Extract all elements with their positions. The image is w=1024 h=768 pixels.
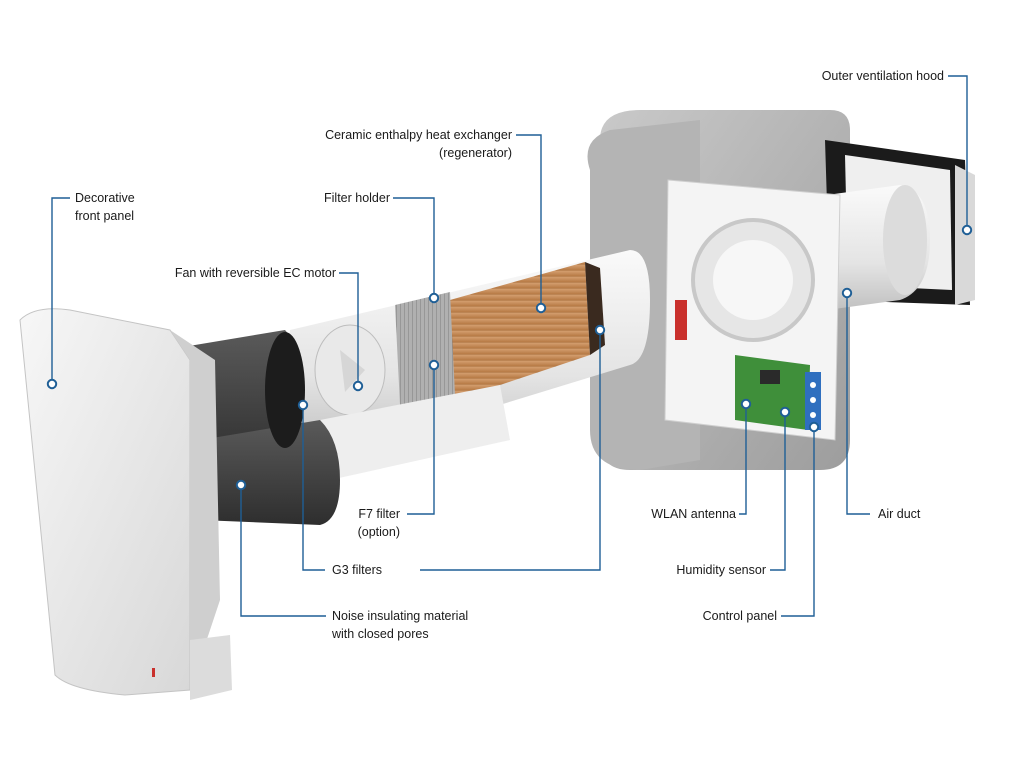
leader-dot-noise-material bbox=[235, 479, 247, 491]
leader-dots bbox=[46, 224, 973, 491]
label-humidity-sensor: Humidity sensor bbox=[676, 563, 766, 577]
label-g3-filters: G3 filters bbox=[332, 563, 383, 577]
leader-g3-filter-right bbox=[420, 330, 601, 571]
control-pcb bbox=[735, 355, 821, 430]
leader-dot-heat-exchanger bbox=[535, 302, 547, 314]
leader-f7-filter bbox=[407, 365, 435, 515]
leader-front-panel bbox=[51, 197, 70, 384]
leader-g3-filter-left bbox=[302, 405, 325, 571]
label-filter-holder: Filter holder bbox=[324, 191, 390, 205]
leader-dot-f7-filter bbox=[428, 359, 440, 371]
leader-dot-g3-filter-left bbox=[297, 399, 309, 411]
leader-dot-outer-hood bbox=[961, 224, 973, 236]
leader-humidity bbox=[770, 412, 786, 571]
label-decorative-front-panel: Decorative front panel bbox=[75, 191, 135, 223]
leader-dot-air-duct bbox=[841, 287, 853, 299]
leader-fan-motor bbox=[339, 272, 359, 386]
label-f7-filter: F7 filter (option) bbox=[357, 507, 400, 539]
label-noise-material: Noise insulating material with closed po… bbox=[332, 609, 469, 641]
label-heat-exchanger: Ceramic enthalpy heat exchanger (regener… bbox=[325, 128, 512, 160]
decorative-front-panel bbox=[19, 308, 232, 700]
label-outer-hood: Outer ventilation hood bbox=[821, 69, 944, 83]
leader-dot-g3-filter-right bbox=[594, 324, 606, 336]
label-air-duct: Air duct bbox=[878, 507, 921, 521]
label-wlan-antenna: WLAN antenna bbox=[651, 507, 736, 521]
main-tube bbox=[285, 250, 650, 480]
leader-air-duct bbox=[846, 293, 870, 515]
label-fan-motor: Fan with reversible EC motor bbox=[174, 266, 336, 280]
leader-dot-fan-motor bbox=[352, 380, 364, 392]
leader-dot-humidity bbox=[779, 406, 791, 418]
leader-dot-filter-holder bbox=[428, 292, 440, 304]
leader-outer-hood bbox=[948, 75, 968, 230]
leader-wlan bbox=[739, 404, 747, 515]
leader-dot-front-panel bbox=[46, 378, 58, 390]
leader-heat-exchanger bbox=[516, 134, 542, 308]
leader-control-panel bbox=[781, 427, 815, 617]
leader-lines bbox=[51, 75, 968, 617]
leader-dot-control-panel bbox=[808, 421, 820, 433]
leader-filter-holder bbox=[393, 197, 435, 298]
leader-dot-wlan bbox=[740, 398, 752, 410]
leader-noise-material bbox=[240, 485, 326, 617]
label-control-panel: Control panel bbox=[702, 609, 777, 623]
